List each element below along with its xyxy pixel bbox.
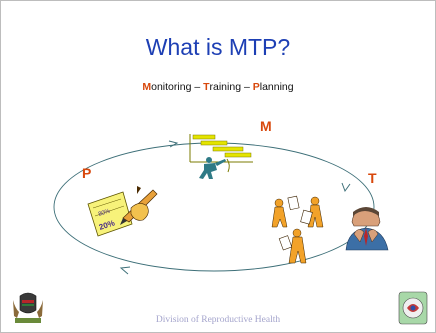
subtitle-m-letter: M (142, 81, 152, 93)
subtitle-p-rest: lanning (259, 81, 294, 93)
planning-clipart: 80% 20% (87, 186, 158, 237)
thinking-man-clipart (345, 207, 389, 251)
planning-note-80: 80% (98, 208, 112, 218)
arrow-bottom-icon (119, 266, 131, 275)
subtitle-sep-1: – (191, 81, 204, 93)
training-clipart (271, 195, 324, 264)
subtitle-t-rest: raining (209, 81, 242, 93)
subtitle-p-letter: P (252, 81, 260, 93)
slide-title: What is MTP? (145, 34, 291, 60)
arrow-top-icon (168, 140, 179, 148)
footer-text: Division of Reproductive Health (155, 315, 281, 325)
subtitle-t-letter: T (203, 81, 210, 93)
arrow-right-icon (341, 182, 351, 193)
monitoring-clipart (189, 134, 253, 179)
cycle-label-p: P (82, 165, 92, 181)
cycle-label-m: M (260, 118, 272, 134)
subtitle-sep-2: – (241, 81, 253, 93)
cycle-label-t: T (368, 170, 377, 186)
subtitle-m-rest: onitoring (151, 81, 192, 93)
slide-subtitle: Monitoring – Training – Planning (1, 81, 435, 93)
emblem-logo (398, 291, 428, 325)
coat-of-arms-logo (13, 292, 43, 323)
